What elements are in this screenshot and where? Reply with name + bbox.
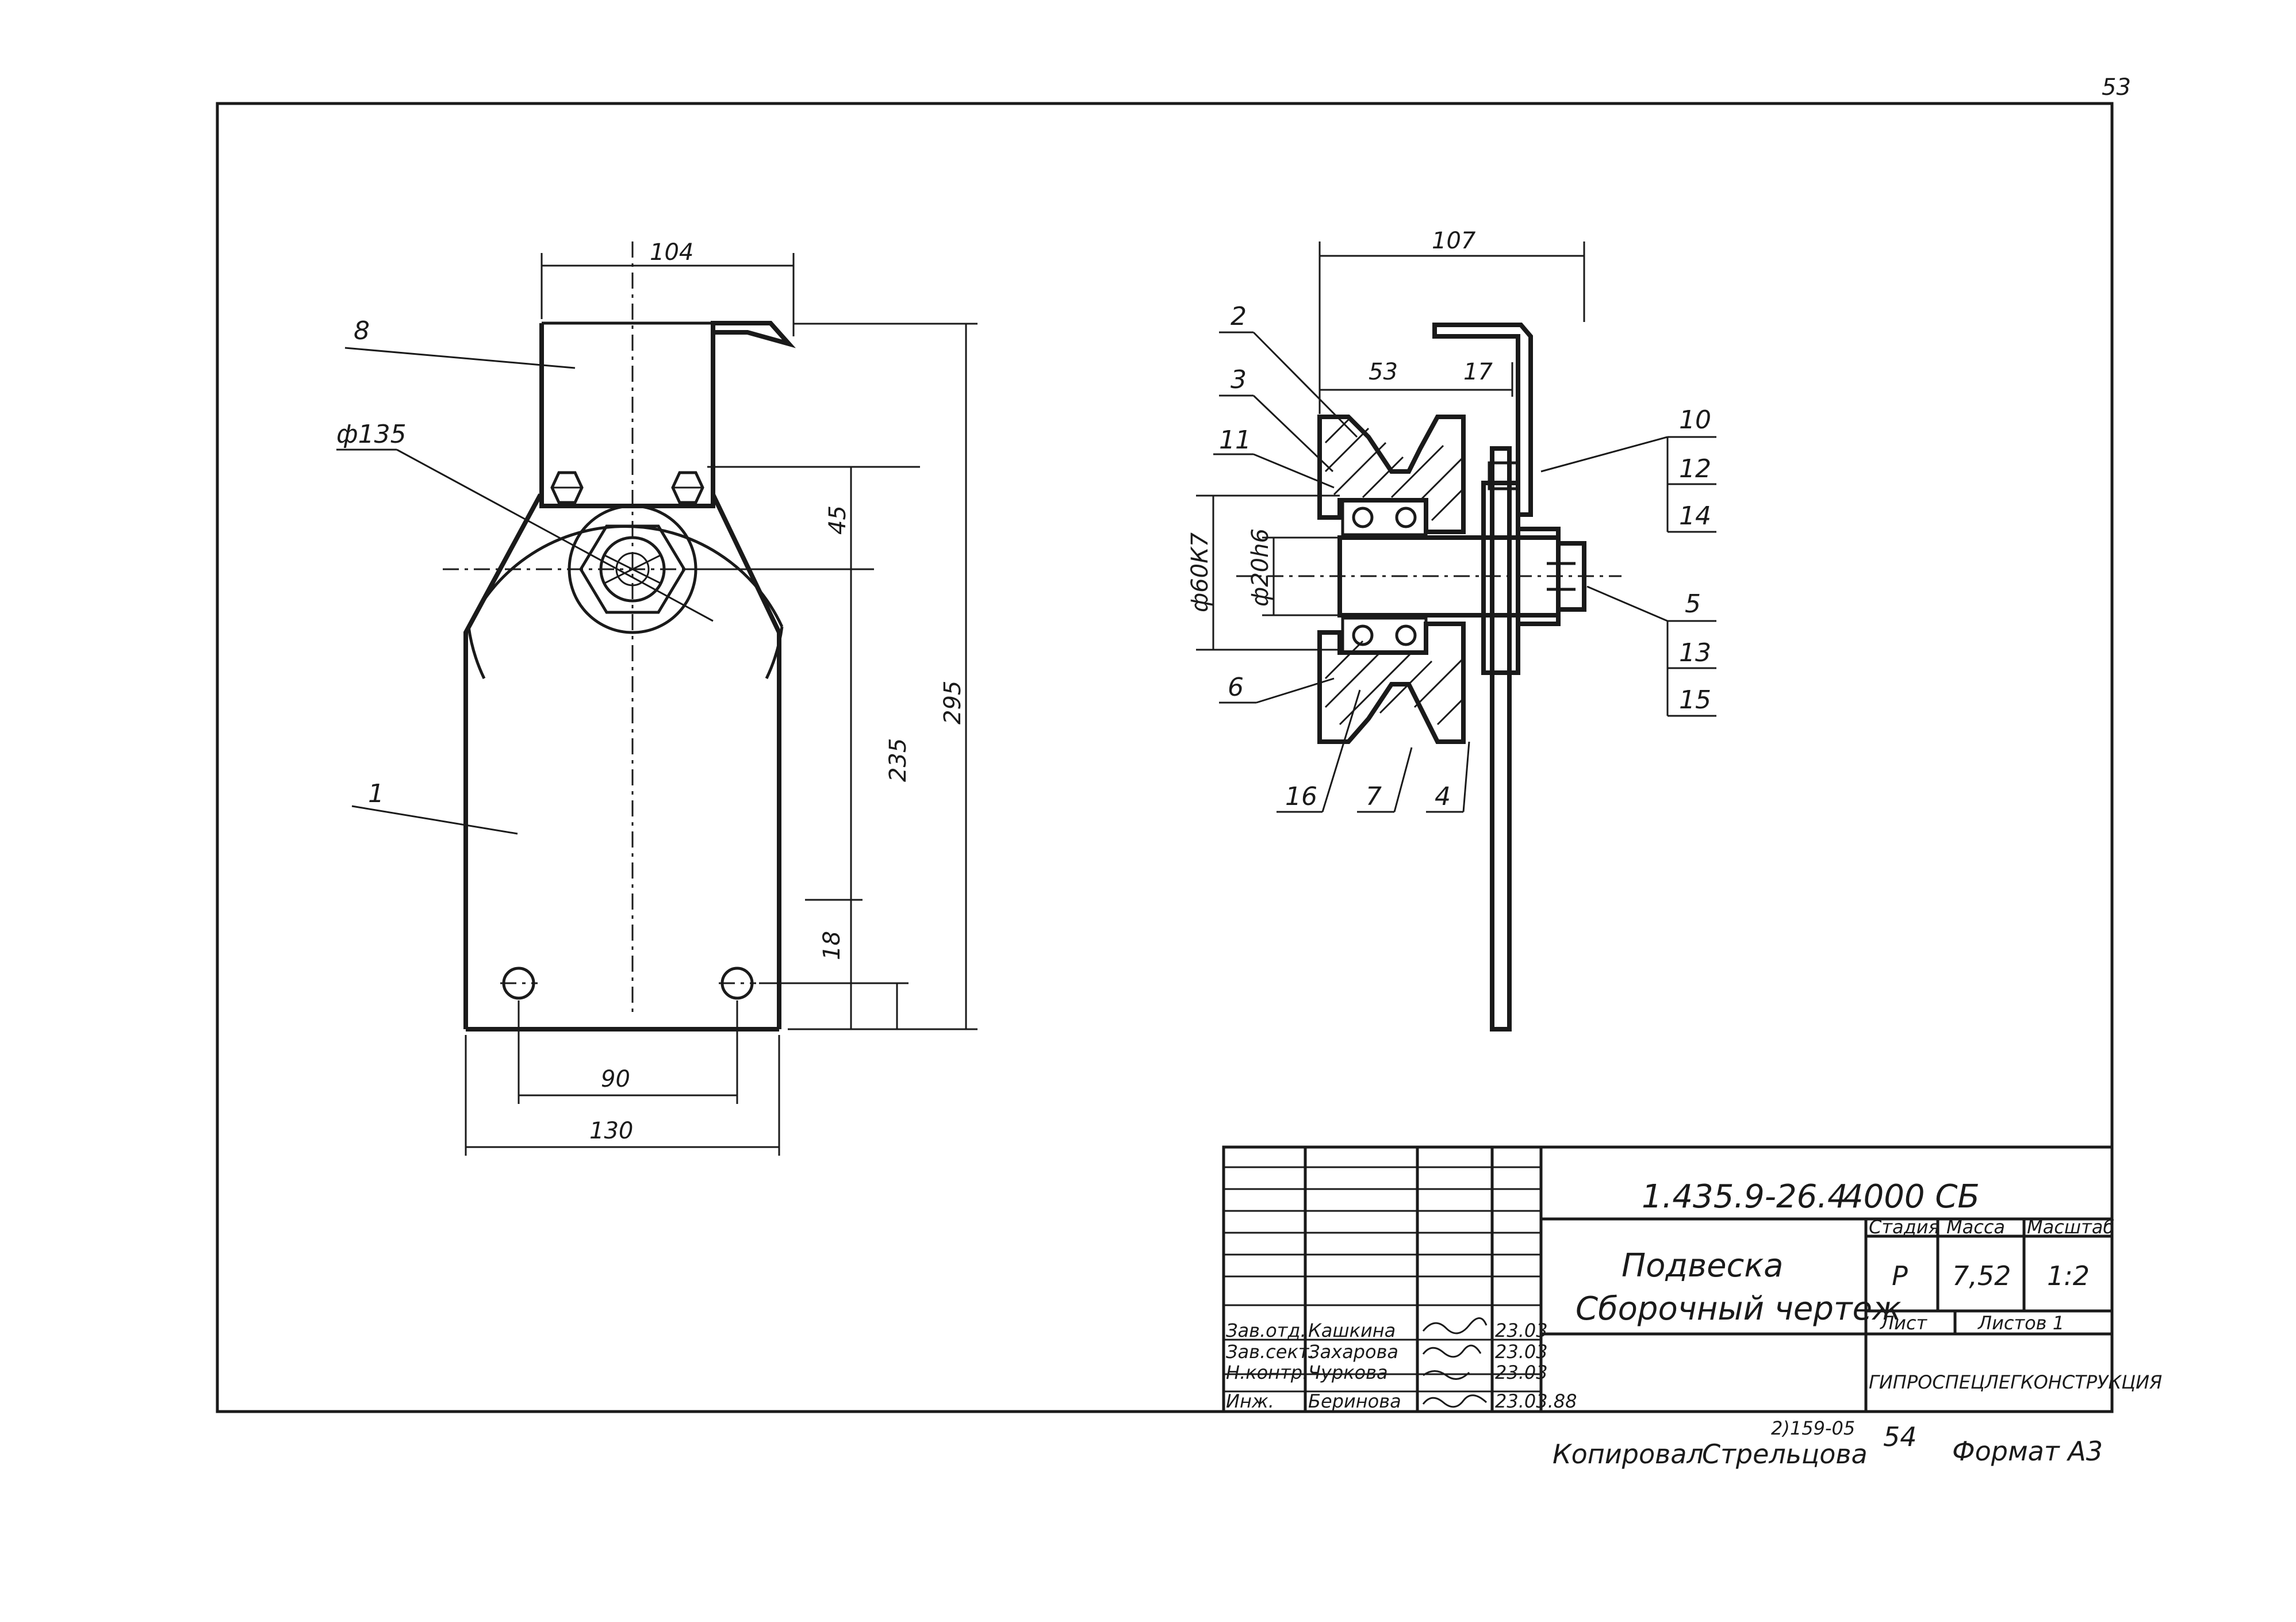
stage-value: Р <box>1892 1260 1908 1291</box>
callout-15: 15 <box>1679 685 1711 715</box>
callout-2: 2 <box>1231 302 1247 331</box>
footer: Копировал Стрельцова 2)159-05 54 Формат … <box>1553 1417 2103 1470</box>
vertical-plate <box>1490 446 1512 1032</box>
title-block: Зав.отд. Кашкина 23.03 Зав.сект. Захаров… <box>1222 1145 2162 1413</box>
sig-role-1: Зав.отд. <box>1226 1320 1306 1341</box>
front-view: 104 ф135 8 1 45 235 295 18 90 <box>336 239 978 1156</box>
col-mass: Масса <box>1946 1216 2005 1238</box>
hanger-rod <box>1432 323 1533 517</box>
sig-name-1: Кашкина <box>1308 1320 1396 1341</box>
section-view: 107 53 17 <box>1187 228 1716 1032</box>
signature-grid-rows <box>1224 1166 1541 1393</box>
title-line2: Сборочный чертеж <box>1576 1290 1901 1328</box>
doc-code: 1.435.9-26.4 <box>1642 1178 1848 1215</box>
callout-10: 10 <box>1679 405 1711 435</box>
sig-date-4: 23.03.88 <box>1495 1390 1577 1412</box>
scale-value: 1:2 <box>2047 1260 2090 1291</box>
callout-8: 8 <box>354 316 370 346</box>
dim-295: 295 <box>940 681 966 724</box>
callout-14: 14 <box>1679 501 1711 531</box>
dim-diameter-135: ф135 <box>336 420 407 449</box>
sig-date-2: 23.03 <box>1495 1341 1548 1363</box>
dim-17: 17 <box>1463 359 1493 385</box>
sheet-label: Лист <box>1880 1312 1927 1334</box>
callout-12: 12 <box>1679 454 1711 484</box>
sig-date-1: 23.03 <box>1495 1320 1548 1341</box>
dim-45: 45 <box>825 505 851 535</box>
callout-4: 4 <box>1435 782 1451 811</box>
footer-copied-by-label: Копировал <box>1553 1439 1704 1470</box>
sig-role-2: Зав.сект. <box>1226 1341 1315 1363</box>
dim-53: 53 <box>1369 359 1398 385</box>
col-stage: Стадия <box>1869 1216 1939 1238</box>
bracket-outline <box>539 321 796 508</box>
callout-16: 16 <box>1285 782 1317 811</box>
dim-90: 90 <box>601 1066 630 1092</box>
sig-role-4: Инж. <box>1226 1390 1274 1412</box>
bracket-bolts <box>550 471 704 504</box>
callout-6: 6 <box>1228 673 1244 702</box>
drawing-frame <box>216 102 2114 1413</box>
sheets-label: Листов 1 <box>1977 1312 2064 1334</box>
dim-18: 18 <box>819 931 845 960</box>
callout-5: 5 <box>1685 589 1701 619</box>
sig-role-3: Н.контр. <box>1226 1362 1308 1383</box>
dim-107: 107 <box>1432 228 1476 254</box>
hatching <box>1324 416 1465 726</box>
sig-name-2: Захарова <box>1308 1341 1398 1363</box>
dim-130: 130 <box>589 1118 633 1144</box>
footer-archive-number: 2)159-05 <box>1771 1417 1855 1439</box>
footer-sheet: 54 <box>1883 1421 1917 1452</box>
footer-format: Формат A3 <box>1952 1436 2103 1467</box>
callout-1: 1 <box>368 779 384 808</box>
sig-name-4: Беринова <box>1308 1390 1401 1412</box>
sig-date-3: 23.03 <box>1495 1362 1548 1383</box>
doc-suffix: 4000 СБ <box>1843 1178 1980 1215</box>
callout-3: 3 <box>1231 365 1247 394</box>
dim-bore-outer: ф60К7 <box>1187 532 1213 612</box>
callout-7: 7 <box>1366 782 1382 811</box>
col-scale: Масштаб <box>2027 1216 2114 1238</box>
bearings <box>1341 499 1428 654</box>
dim-235: 235 <box>885 738 911 782</box>
callout-13: 13 <box>1679 638 1711 668</box>
organization: ГИПРОСПЕЦЛЕГКОНСТРУКЦИЯ <box>1869 1371 2162 1393</box>
dim-bore-inner: ф20h6 <box>1247 528 1274 607</box>
title-line1: Подвеска <box>1622 1247 1783 1284</box>
page-number: 53 <box>2102 74 2131 101</box>
sig-name-3: Чуркова <box>1308 1362 1388 1383</box>
mass-value: 7,52 <box>1952 1260 2011 1291</box>
callout-11: 11 <box>1219 425 1251 455</box>
footer-copied-by-name: Стрельцова <box>1702 1439 1868 1470</box>
handwritten-signatures <box>1422 1317 1488 1408</box>
dim-104: 104 <box>650 239 693 266</box>
